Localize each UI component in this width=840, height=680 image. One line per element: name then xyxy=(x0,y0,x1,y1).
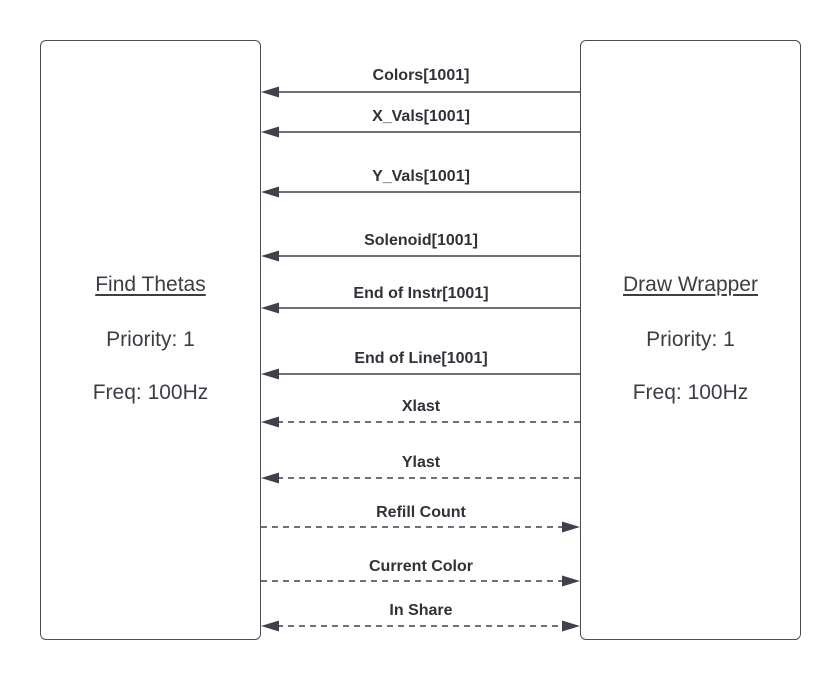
arrowhead-left-4 xyxy=(261,302,279,314)
message-label: Refill Count xyxy=(376,504,466,521)
message-label: End of Instr[1001] xyxy=(353,285,488,302)
arrowhead-right-8 xyxy=(562,521,580,533)
draw-wrapper-freq: Freq: 100Hz xyxy=(632,381,749,404)
arrowhead-left-7 xyxy=(261,472,279,484)
message-label: Ylast xyxy=(402,454,441,471)
message-label: Xlast xyxy=(402,398,441,415)
arrowhead-right-9 xyxy=(562,575,580,587)
arrowhead-left-0 xyxy=(261,86,279,98)
message-label: Colors[1001] xyxy=(373,67,470,84)
find-thetas-task-box: Find Thetas Priority: 1 Freq: 100Hz xyxy=(40,40,261,640)
arrowhead-right-10 xyxy=(562,620,580,632)
arrowhead-left-10 xyxy=(261,620,279,632)
message-label: In Share xyxy=(389,602,452,619)
message-label: Current Color xyxy=(369,558,473,575)
arrowhead-left-6 xyxy=(261,416,279,428)
draw-wrapper-title: Draw Wrapper xyxy=(623,273,758,296)
find-thetas-priority: Priority: 1 xyxy=(106,328,195,351)
message-label: Y_Vals[1001] xyxy=(372,168,470,185)
arrowhead-left-5 xyxy=(261,368,279,380)
arrowhead-left-3 xyxy=(261,250,279,262)
arrowhead-left-1 xyxy=(261,126,279,138)
draw-wrapper-priority: Priority: 1 xyxy=(646,328,735,351)
draw-wrapper-task-box: Draw Wrapper Priority: 1 Freq: 100Hz xyxy=(580,40,801,640)
message-label: End of Line[1001] xyxy=(354,350,487,367)
arrowhead-left-2 xyxy=(261,186,279,198)
find-thetas-freq: Freq: 100Hz xyxy=(92,381,209,404)
find-thetas-title: Find Thetas xyxy=(95,273,206,296)
message-label: Solenoid[1001] xyxy=(364,232,478,249)
message-label: X_Vals[1001] xyxy=(372,108,470,125)
